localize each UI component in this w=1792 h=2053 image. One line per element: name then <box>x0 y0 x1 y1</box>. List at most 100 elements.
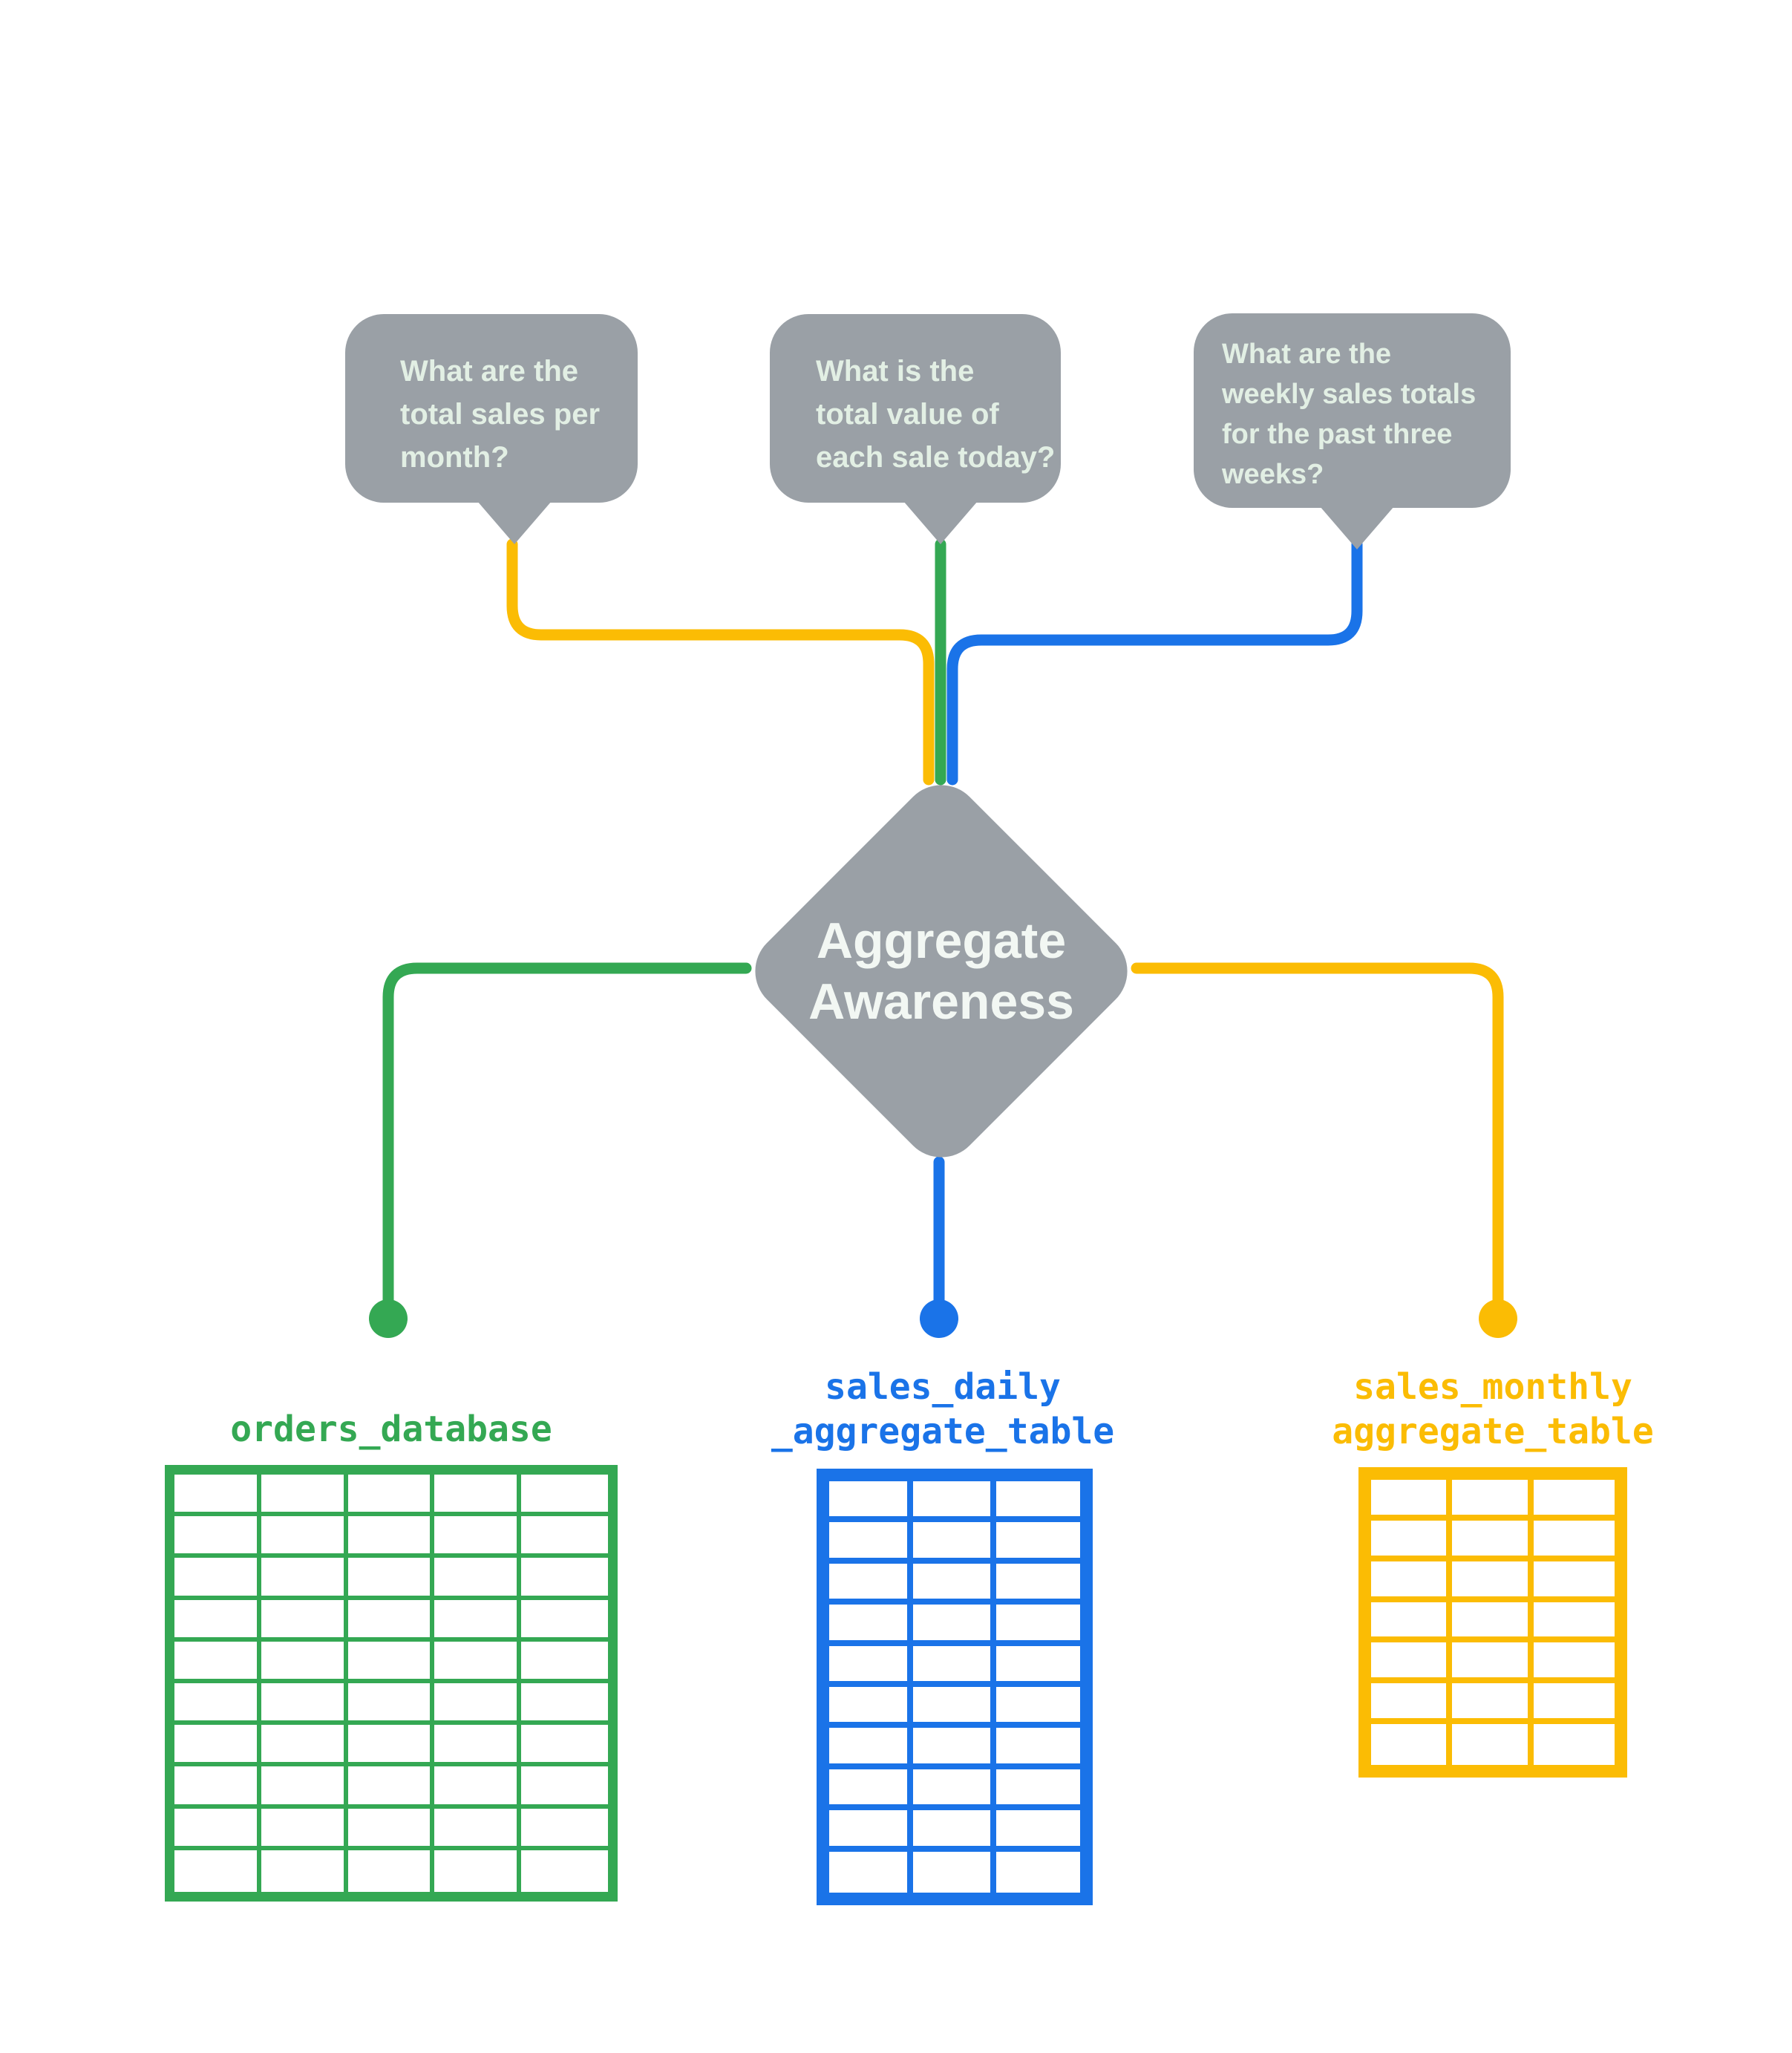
table-cell <box>996 1522 1080 1564</box>
speech-bubble-daily-question: What is the total value of each sale tod… <box>770 314 1061 544</box>
table-cell <box>912 1645 997 1687</box>
table-cell <box>912 1810 997 1852</box>
table-cell <box>829 1522 913 1564</box>
sales-daily-aggregate-table-label: sales_daily _aggregate_table <box>720 1365 1165 1454</box>
table-cell <box>261 1475 348 1517</box>
table-cell <box>521 1766 608 1809</box>
table-cell <box>434 1725 522 1767</box>
table-cell <box>1371 1561 1453 1602</box>
table-cell <box>829 1769 913 1811</box>
bubble-line: weeks? <box>1222 459 1324 490</box>
table-cell <box>1452 1642 1534 1684</box>
table-cell <box>1452 1602 1534 1643</box>
table-cell <box>434 1850 522 1892</box>
table-cell <box>829 1728 913 1769</box>
table-cell <box>521 1725 608 1767</box>
table-cell <box>996 1605 1080 1646</box>
table-cell <box>521 1600 608 1642</box>
table-cell <box>174 1599 261 1642</box>
speech-bubble-tail <box>1320 506 1394 549</box>
table-cell <box>1533 1561 1615 1602</box>
table-label-line: sales_monthly <box>1353 1366 1632 1408</box>
table-cell <box>521 1516 608 1558</box>
table-cell <box>261 1766 348 1809</box>
table-cell <box>347 1558 435 1600</box>
wire-diamond-to-orders-database <box>382 962 752 1307</box>
table-cell <box>829 1851 913 1893</box>
table-cell <box>996 1810 1080 1852</box>
table-cell <box>1371 1642 1453 1684</box>
table-cell <box>996 1728 1080 1769</box>
table-label-line: sales_daily <box>825 1366 1061 1408</box>
table-cell <box>996 1687 1080 1729</box>
wire-weekly-question-to-diamond <box>946 538 1363 786</box>
table-cell <box>912 1687 997 1729</box>
table-cell <box>174 1641 261 1683</box>
table-label-line: _aggregate_table <box>771 1411 1115 1452</box>
sales-monthly-aggregate-table-label: sales_monthly aggregate_table <box>1270 1365 1716 1454</box>
table-cell <box>434 1558 522 1600</box>
table-cell <box>347 1475 435 1517</box>
table-cell <box>1371 1724 1453 1765</box>
table-cell <box>1533 1683 1615 1725</box>
table-cell <box>912 1563 997 1605</box>
endpoint-dot-yellow <box>1479 1299 1517 1338</box>
speech-bubble-weekly-question: What are the weekly sales totals for the… <box>1194 313 1511 549</box>
table-cell <box>1371 1480 1453 1521</box>
table-cell <box>261 1850 348 1892</box>
speech-bubble-tail <box>477 501 552 544</box>
table-cell <box>912 1728 997 1769</box>
table-cell <box>261 1725 348 1767</box>
speech-bubble-text: What are the total sales per month? <box>400 350 600 479</box>
table-cell <box>347 1725 435 1767</box>
sales-daily-aggregate-table-grid <box>817 1469 1093 1905</box>
table-cell <box>1452 1683 1534 1725</box>
table-cell <box>829 1481 913 1523</box>
speech-bubble-text: What is the total value of each sale tod… <box>816 350 1055 479</box>
table-cell <box>521 1850 608 1892</box>
bubble-line: What are the <box>1222 339 1392 370</box>
table-cell <box>521 1683 608 1726</box>
table-cell <box>996 1564 1080 1605</box>
speech-bubble-text: What are the weekly sales totals for the… <box>1222 334 1476 495</box>
table-cell <box>261 1558 348 1600</box>
bubble-line: total sales per <box>400 398 601 431</box>
endpoint-dot-blue <box>920 1299 958 1338</box>
table-cell <box>1533 1642 1615 1684</box>
bubble-line: for the past three <box>1222 419 1453 450</box>
table-cell <box>996 1646 1080 1687</box>
table-cell <box>174 1808 261 1850</box>
table-cell <box>347 1599 435 1642</box>
speech-bubble-monthly-question: What are the total sales per month? <box>345 314 638 544</box>
table-cell <box>996 1481 1080 1523</box>
table-cell <box>521 1558 608 1600</box>
speech-bubble-tail <box>903 501 978 544</box>
endpoint-dot-green <box>369 1299 408 1338</box>
table-cell <box>1533 1602 1615 1643</box>
table-cell <box>261 1683 348 1726</box>
table-cell <box>434 1641 522 1683</box>
bubble-line: each sale today? <box>816 441 1056 474</box>
table-cell <box>1371 1683 1453 1725</box>
diamond-line: Aggregate <box>816 913 1067 969</box>
table-cell <box>174 1475 261 1517</box>
table-cell <box>174 1850 261 1892</box>
table-cell <box>347 1516 435 1558</box>
table-cell <box>829 1810 913 1852</box>
table-cell <box>912 1522 997 1564</box>
table-cell <box>521 1809 608 1850</box>
diamond-line: Awareness <box>808 973 1074 1030</box>
wire-monthly-question-to-diamond <box>506 538 935 786</box>
table-cell <box>261 1516 348 1558</box>
table-cell <box>261 1808 348 1850</box>
table-label-line: orders_database <box>230 1409 552 1450</box>
table-label-line: aggregate_table <box>1332 1411 1654 1452</box>
bubble-line: weekly sales totals <box>1222 379 1477 410</box>
orders-database-grid <box>165 1465 618 1902</box>
bubble-line: total value of <box>816 398 999 431</box>
table-cell <box>434 1475 522 1517</box>
table-cell <box>996 1769 1080 1811</box>
table-cell <box>174 1725 261 1767</box>
table-cell <box>829 1605 913 1646</box>
